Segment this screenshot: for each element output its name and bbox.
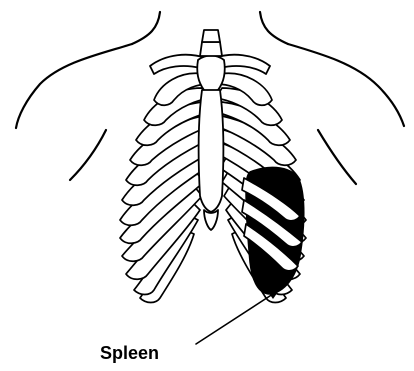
right-shoulder-line	[288, 44, 404, 126]
leader-line	[196, 292, 276, 344]
upper-vertebra	[200, 42, 222, 56]
upper-vertebra-2	[202, 30, 220, 42]
sternum-body	[199, 90, 224, 212]
spleen-label: Spleen	[100, 343, 159, 363]
left-neck-line	[132, 12, 160, 44]
left-shoulder-line	[16, 44, 132, 128]
left-arm-line	[70, 130, 106, 180]
left-ribs	[120, 73, 210, 302]
xiphoid-process	[204, 210, 218, 230]
right-arm-line	[318, 130, 356, 184]
rib-cage	[120, 30, 306, 303]
manubrium	[197, 56, 225, 92]
spleen-callout: Spleen	[100, 289, 280, 363]
right-neck-line	[260, 12, 288, 44]
